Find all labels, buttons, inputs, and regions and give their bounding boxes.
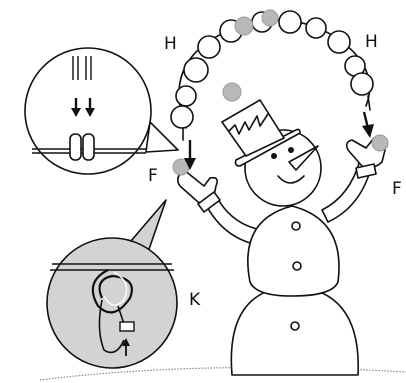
label-h-right: H	[365, 32, 378, 52]
highlight-bulb	[222, 82, 242, 102]
button-2	[292, 261, 302, 271]
cord-tag	[119, 321, 135, 332]
snowman	[176, 99, 387, 376]
button-3	[290, 321, 300, 331]
button-1	[291, 221, 301, 231]
light-bulb	[197, 35, 221, 59]
left-eye	[271, 153, 277, 159]
light-bulb	[305, 17, 327, 39]
label-f-left: F	[148, 166, 158, 186]
highlight-bulb	[371, 134, 389, 152]
middle-body	[247, 205, 340, 297]
highlight-bulb	[234, 16, 254, 36]
hanging-strand	[98, 299, 125, 354]
callout-pointer	[145, 121, 179, 153]
knot-loop-inner	[103, 271, 128, 306]
socket-right	[82, 133, 95, 161]
right-cuff	[355, 163, 377, 179]
zoom-callout-connectors	[24, 47, 179, 175]
light-bulb	[170, 105, 194, 129]
label-k: K	[189, 290, 201, 310]
light-bulb	[175, 85, 197, 107]
carrot-nose	[288, 145, 319, 171]
hat-band	[228, 113, 269, 135]
socket-left	[69, 133, 82, 161]
left-cuff	[197, 191, 221, 213]
arrow-right	[362, 111, 374, 138]
mouth	[277, 175, 305, 184]
label-h-left: H	[164, 34, 177, 54]
light-string	[170, 9, 389, 176]
zoom-circle-2	[46, 237, 178, 369]
arrow-left	[184, 140, 196, 170]
zoom-callout-2	[46, 199, 178, 369]
light-bulb	[350, 72, 374, 96]
label-f-right: F	[392, 179, 402, 199]
highlight-bulb	[261, 9, 279, 27]
light-bulb	[183, 57, 209, 83]
light-bulb	[278, 10, 302, 34]
right-eye	[288, 147, 294, 153]
light-bulb	[327, 30, 351, 54]
wire-end-right	[367, 95, 371, 111]
knot-loop	[91, 269, 133, 314]
